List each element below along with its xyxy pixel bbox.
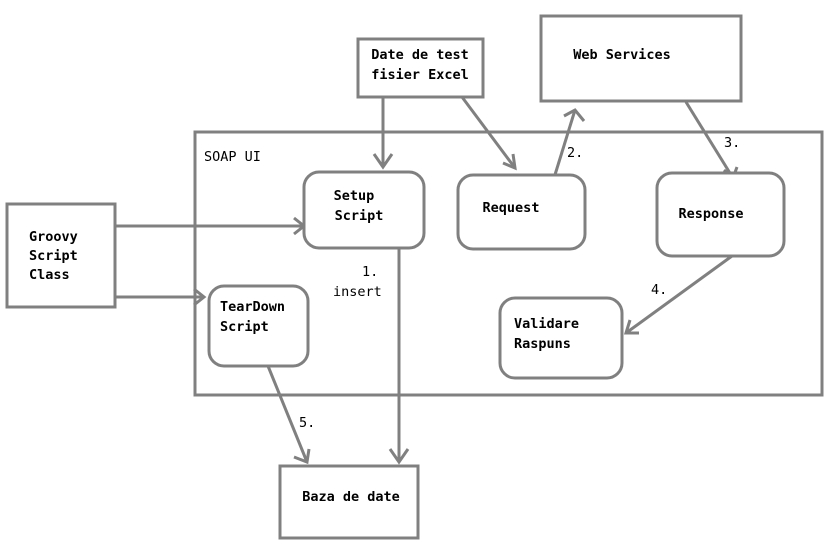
web-services-box [539, 14, 743, 103]
setup-script-box [302, 170, 426, 250]
arrowhead-webservices [563, 108, 586, 122]
arrowhead-baza-right [388, 448, 410, 465]
step5-label: 5. [299, 415, 315, 431]
validare-line2: Raspuns [514, 336, 571, 352]
edge-webservices-to-response [684, 101, 735, 179]
teardown-line1: TearDown [220, 299, 285, 315]
step2-label: 2. [567, 145, 583, 161]
step1-number: 1. [362, 264, 378, 280]
arrowhead-validare [623, 319, 639, 335]
request-label: Request [483, 200, 540, 216]
date-de-test-box [356, 37, 485, 99]
edge-teardown-to-baza [266, 365, 309, 463]
date-de-test-line1: Date de test [371, 47, 469, 63]
step3-label: 3. [724, 135, 740, 151]
arrowhead-baza-left [293, 448, 311, 465]
response-box [655, 171, 786, 258]
baza-de-date-label: Baza de date [302, 489, 400, 505]
step4-label: 4. [651, 282, 667, 298]
setup-line1: Setup [334, 188, 375, 204]
teardown-script-box [207, 284, 310, 368]
request-box [456, 173, 587, 251]
groovy-script-class-box [5, 202, 117, 309]
baza-de-date-box [278, 464, 420, 540]
edge-excel-to-request [460, 96, 517, 169]
setup-line2: Script [335, 208, 384, 224]
arrowhead-setup-top [372, 153, 394, 170]
groovy-line2: Script [29, 248, 78, 264]
validare-line1: Validare [514, 316, 579, 332]
edges [115, 96, 735, 463]
arrowhead-teardown [193, 287, 207, 307]
edge-response-to-validare [625, 254, 733, 335]
step1-insert: insert [333, 284, 382, 300]
teardown-line2: Script [220, 319, 269, 335]
edge-request-to-webservices [552, 109, 577, 179]
date-de-test-line2: fisier Excel [371, 67, 469, 83]
soap-ui-label: SOAP UI [204, 149, 261, 165]
groovy-line1: Groovy [29, 229, 78, 245]
groovy-line3: Class [29, 267, 70, 283]
arrowhead-request [502, 153, 517, 171]
response-label: Response [678, 206, 743, 222]
validare-raspuns-box [498, 296, 624, 380]
web-services-label: Web Services [573, 47, 671, 63]
